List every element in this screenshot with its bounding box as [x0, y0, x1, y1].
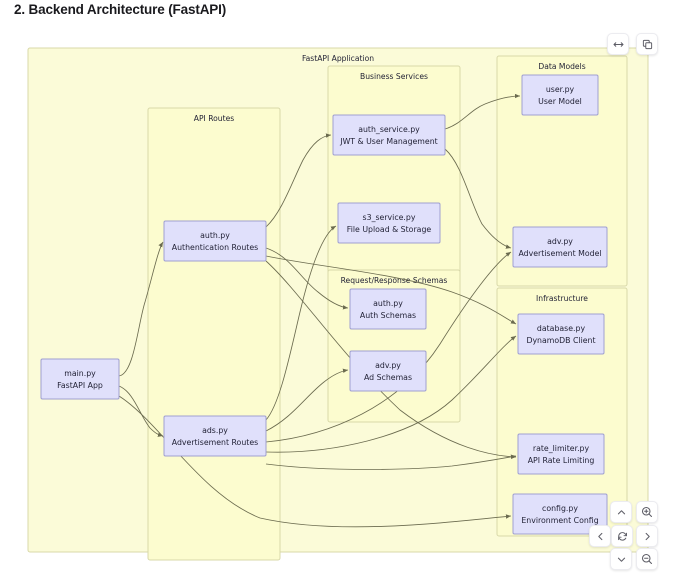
node-subtitle: JWT & User Management — [339, 137, 437, 146]
reset-view-button[interactable] — [611, 525, 633, 547]
node-subtitle: FastAPI App — [57, 381, 103, 390]
node-title: auth.py — [200, 231, 230, 240]
copy-icon — [642, 39, 653, 50]
node-box[interactable] — [517, 313, 605, 355]
resize-horizontal-button[interactable] — [607, 33, 629, 55]
node-box[interactable] — [163, 220, 267, 262]
chevron-up-icon — [616, 507, 627, 518]
zoom-in-button[interactable] — [636, 501, 658, 523]
node-title: auth_service.py — [358, 125, 420, 134]
node-title: adv.py — [547, 237, 573, 246]
node-subtitle: API Rate Limiting — [528, 456, 595, 465]
edge-auth-routes-to-rate-limiter — [265, 260, 517, 459]
group-api-routes: API Routes — [147, 107, 281, 561]
edge-ads-routes-to-rate-limiter — [265, 454, 517, 470]
chevron-left-icon — [595, 531, 606, 542]
chevron-down-icon — [616, 554, 627, 565]
node-subtitle: DynamoDB Client — [526, 336, 595, 345]
group-label: API Routes — [194, 114, 234, 123]
edge-auth-service-to-adv-model — [444, 148, 512, 249]
node-title: adv.py — [375, 361, 401, 370]
node-subtitle: Environment Config — [521, 516, 598, 525]
node-subtitle: Advertisement Model — [518, 249, 601, 258]
group-label: Infrastructure — [536, 294, 588, 303]
node-title: user.py — [546, 85, 575, 94]
node-title: database.py — [537, 324, 586, 333]
node-subtitle: Auth Schemas — [360, 311, 416, 320]
node-subtitle: File Upload & Storage — [347, 225, 432, 234]
group-label: Business Services — [360, 72, 428, 81]
node-box[interactable] — [521, 74, 599, 116]
node-box[interactable] — [512, 493, 608, 535]
pan-left-button[interactable] — [589, 525, 611, 547]
pan-right-button[interactable] — [636, 525, 658, 547]
group-business-services: Business Services — [327, 65, 461, 285]
node-title: config.py — [542, 504, 578, 513]
node-title: main.py — [64, 369, 96, 378]
edge-ads-routes-to-adv-model — [265, 251, 512, 443]
node-box[interactable] — [517, 433, 605, 475]
group-label: Data Models — [538, 62, 585, 71]
group-label: Request/Response Schemas — [341, 276, 448, 285]
edge-ads-routes-to-s3-service — [265, 225, 337, 421]
zoom-out-button[interactable] — [636, 548, 658, 570]
edge-auth-routes-to-auth-schemas — [265, 247, 349, 310]
edge-ads-routes-to-database — [265, 335, 517, 453]
duplicate-button[interactable] — [636, 33, 658, 55]
node-title: auth.py — [373, 299, 403, 308]
node-box[interactable] — [332, 114, 446, 156]
node-subtitle: Advertisement Routes — [172, 438, 258, 447]
node-box[interactable] — [40, 358, 120, 400]
group-box — [327, 65, 461, 285]
zoom-out-icon — [641, 553, 653, 565]
node-subtitle: Authentication Routes — [172, 243, 258, 252]
zoom-in-icon — [641, 506, 653, 518]
node-title: rate_limiter.py — [533, 444, 590, 453]
node-adv-schemas[interactable]: adv.py Ad Schemas — [349, 350, 427, 392]
edges — [118, 93, 521, 528]
edge-auth-routes-to-auth-service — [265, 133, 332, 228]
group-box — [147, 107, 281, 561]
pan-down-button[interactable] — [610, 548, 632, 570]
edge-auth-routes-to-database — [265, 255, 517, 325]
node-box[interactable] — [512, 226, 608, 268]
node-box[interactable] — [163, 415, 267, 457]
edge-main-to-ads-routes — [118, 385, 164, 437]
pan-up-button[interactable] — [610, 501, 632, 523]
node-title: ads.py — [202, 426, 228, 435]
arrows-left-right-icon — [613, 39, 624, 50]
edge-ads-routes-to-adv-schemas — [265, 368, 349, 432]
node-box[interactable] — [337, 202, 441, 244]
node-subtitle: Ad Schemas — [364, 373, 412, 382]
page-title: 2. Backend Architecture (FastAPI) — [14, 2, 227, 17]
edge-main-to-config — [118, 395, 512, 528]
edge-auth-service-to-user-model — [444, 93, 521, 130]
node-box[interactable] — [349, 350, 427, 392]
node-box[interactable] — [349, 288, 427, 330]
node-subtitle: User Model — [538, 97, 582, 106]
refresh-icon — [617, 531, 628, 542]
group-label: FastAPI Application — [302, 54, 374, 63]
chevron-right-icon — [642, 531, 653, 542]
node-title: s3_service.py — [363, 213, 416, 222]
edge-main-to-auth-routes — [118, 241, 164, 377]
